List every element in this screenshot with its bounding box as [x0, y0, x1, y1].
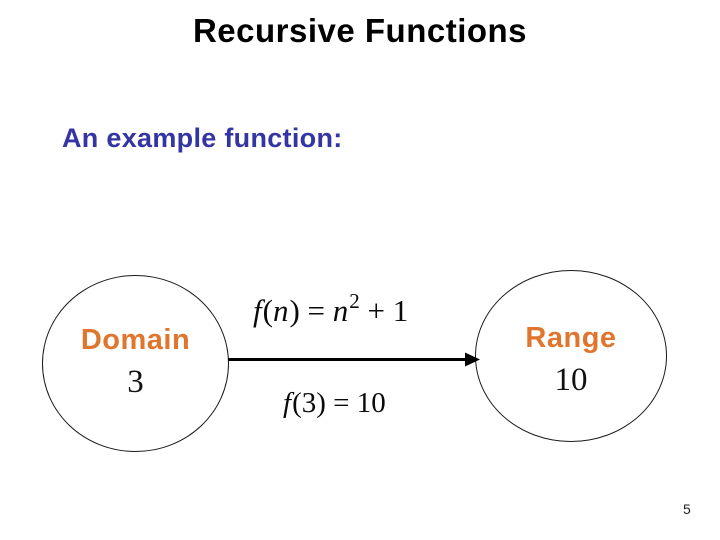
- formula-example: f(3) = 10: [283, 387, 386, 420]
- arrow-right-icon: [228, 352, 480, 367]
- formula-tail: + 1: [359, 293, 409, 328]
- formula-base: n: [332, 293, 349, 328]
- formula-close-equals: ) =: [289, 293, 333, 328]
- slide-subtitle: An example function:: [62, 123, 343, 153]
- slide-title: Recursive Functions: [192, 12, 528, 49]
- page-number: 5: [683, 501, 691, 517]
- domain-value: 3: [127, 363, 144, 400]
- formula-example-func-symbol: f: [283, 387, 292, 419]
- formula-example-rest: (3) = 10: [292, 387, 386, 419]
- range-value: 10: [554, 362, 588, 399]
- range-label: Range: [525, 322, 617, 355]
- formula-open-paren: (: [262, 293, 273, 328]
- formula-general: f(n) = n2 + 1: [253, 291, 409, 329]
- formula-func-symbol: f: [253, 293, 262, 328]
- domain-label: Domain: [80, 323, 191, 356]
- formula-variable: n: [272, 293, 289, 328]
- formula-exponent: 2: [349, 289, 360, 313]
- range-ellipse: Range 10: [475, 270, 667, 442]
- domain-ellipse: Domain 3: [42, 275, 229, 452]
